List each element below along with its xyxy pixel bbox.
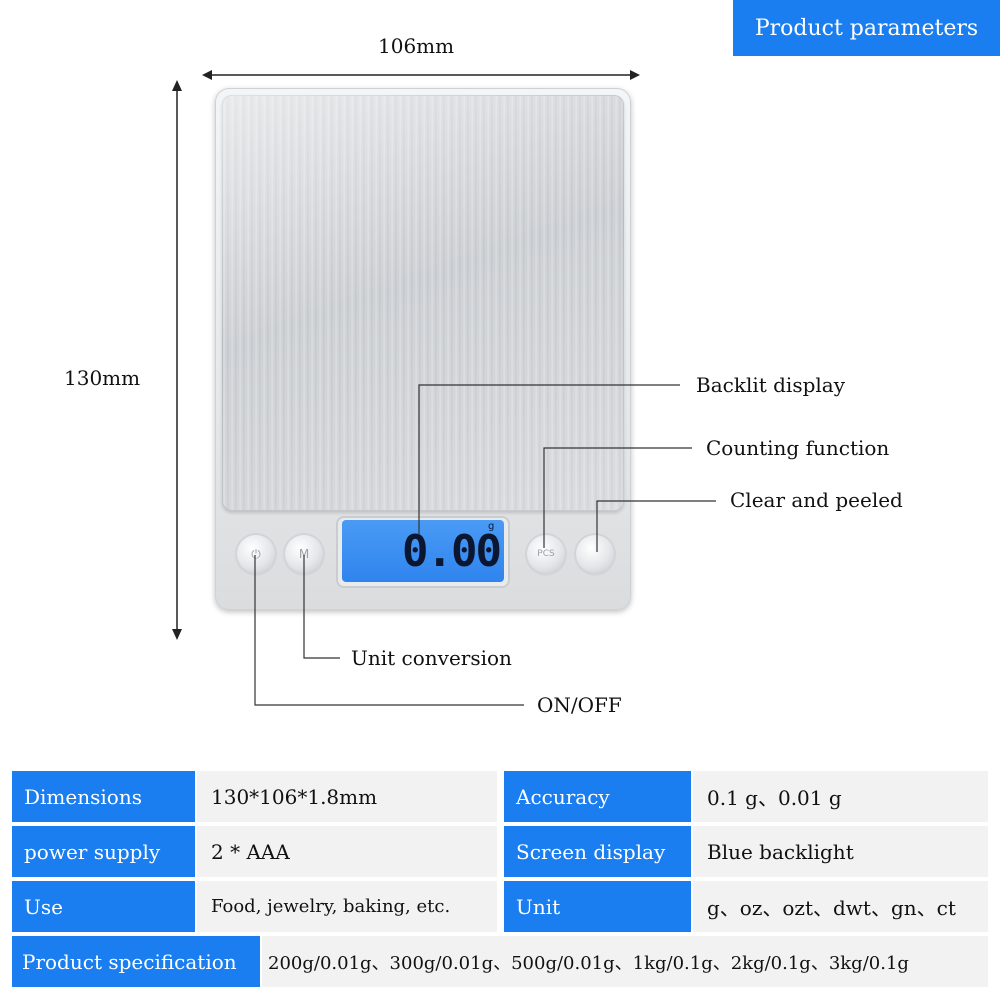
unit-value: g、oz、ozt、dwt、gn、ct <box>693 881 988 932</box>
unit-label: Unit <box>504 881 691 932</box>
pcs-button[interactable]: PCS <box>527 535 565 573</box>
plate-shine <box>222 95 624 511</box>
product-specification-label: Product specification <box>12 936 260 987</box>
height-label: 130mm <box>64 366 141 390</box>
use-label: Use <box>12 881 195 932</box>
dimension-arrows <box>172 70 640 640</box>
unit-icon: M <box>298 547 310 561</box>
dimensions-value: 130*106*1.8mm <box>197 771 497 822</box>
backlit-display <box>342 520 504 582</box>
product-parameters-badge: Product parameters <box>733 0 1000 56</box>
width-label: 106mm <box>378 34 455 58</box>
on-off-button[interactable]: ⏻ <box>237 535 275 573</box>
accuracy-value: 0.1 g、0.01 g <box>693 771 988 822</box>
dimensions-label: Dimensions <box>12 771 195 822</box>
product-specification-value: 200g/0.01g、300g/0.01g、500g/0.01g、1kg/0.1… <box>262 936 988 987</box>
callout-lines <box>254 384 716 706</box>
screen-display-label: Screen display <box>504 826 691 877</box>
pcs-icon: PCS <box>537 549 555 559</box>
power-supply-value: 2 * AAA <box>197 826 497 877</box>
unit-button[interactable]: M <box>285 535 323 573</box>
callout-on-off: ON/OFF <box>537 693 622 717</box>
callout-backlit-display: Backlit display <box>696 373 846 397</box>
power-supply-label: power supply <box>12 826 195 877</box>
callout-clear-peeled: Clear and peeled <box>730 488 903 512</box>
accuracy-label: Accuracy <box>504 771 691 822</box>
display-unit: g <box>488 521 495 532</box>
callout-counting-function: Counting function <box>706 436 890 460</box>
tare-button[interactable]: T <box>576 535 614 573</box>
callout-unit-conversion: Unit conversion <box>351 646 512 670</box>
screen-display-value: Blue backlight <box>693 826 988 877</box>
use-value: Food, jewelry, baking, etc. <box>197 881 497 932</box>
power-icon: ⏻ <box>251 546 261 561</box>
